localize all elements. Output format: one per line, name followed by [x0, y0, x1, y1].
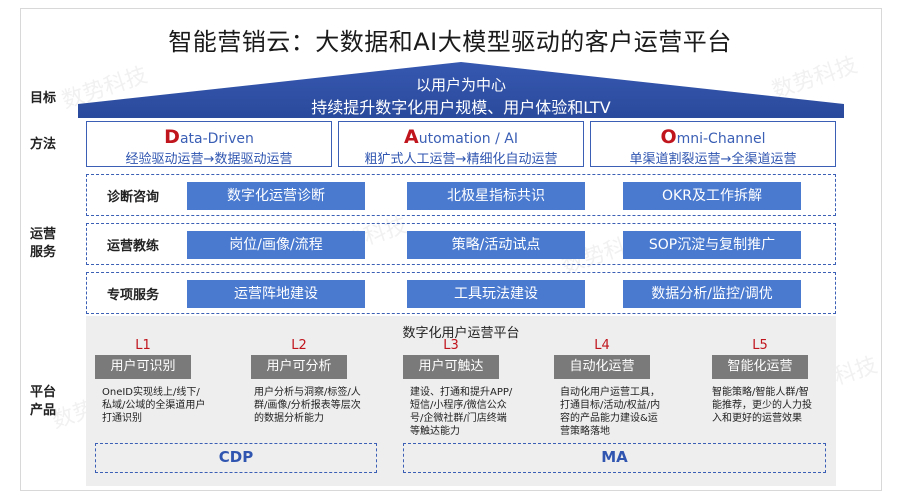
level-name: 用户可分析	[251, 355, 347, 379]
method-subtitle: 经验驱动运营→数据驱动运营	[125, 152, 293, 167]
row-label-platform: 平台 产品	[30, 384, 56, 420]
method-title-rest: ata-Driven	[179, 131, 254, 147]
level-description: 智能策略/智能人群/智 能推荐，更少的人力投 入和更好的运营效果	[712, 386, 812, 425]
service-item: OKR及工作拆解	[623, 182, 801, 210]
level-description: OneID实现线上/线下/ 私域/公域的全渠道用户 打通识别	[102, 386, 205, 425]
row-label-platform-line1: 平台	[30, 385, 57, 400]
service-item: 工具玩法建设	[407, 280, 585, 308]
method-subtitle: 单渠道割裂运营→全渠道运营	[629, 152, 797, 167]
method-subtitle: 粗犷式人工运营→精细化自动运营	[364, 152, 558, 167]
level-description: 建设、打通和提升APP/ 短信/小程序/微信公众 号/企微社群/门店终端 等触达…	[410, 386, 512, 438]
level-description-line: 能推荐，更少的人力投	[712, 400, 812, 411]
level-tag: L2	[291, 338, 307, 353]
level-description-line: 容的产品能力建设&运	[560, 413, 658, 424]
service-item: 数据分析/监控/调优	[623, 280, 801, 308]
level-description-line: 短信/小程序/微信公众	[410, 400, 507, 411]
page-title: 智能营销云：大数据和AI大模型驱动的客户运营平台	[168, 28, 732, 56]
method-omni-channel: Omni-Channel 单渠道割裂运营→全渠道运营	[590, 121, 836, 167]
service-item: 数字化运营诊断	[187, 182, 365, 210]
method-initial: O	[660, 126, 677, 148]
goal-line-1: 以用户为中心	[415, 76, 506, 94]
level-description-line: 自动化用户运营工具，	[560, 387, 660, 398]
method-title: Omni-Channel	[591, 126, 835, 148]
platform-title: 数字化用户运营平台	[402, 326, 520, 341]
goal-roof	[78, 62, 844, 118]
row-label-service-line1: 运营	[30, 227, 57, 242]
level-tag: L1	[135, 338, 151, 353]
level-description-line: 打通目标/活动/权益/内	[560, 400, 661, 411]
level-name: 用户可识别	[95, 355, 191, 379]
level-description-line: 的数据分析能力	[254, 413, 324, 424]
method-data-driven: Data-Driven 经验驱动运营→数据驱动运营	[86, 121, 332, 167]
level-description-line: 群/画像/分析报表等层次	[254, 400, 361, 411]
service-item: 岗位/画像/流程	[187, 231, 365, 259]
level-description-line: 打通识别	[102, 413, 142, 424]
method-automation-ai: Automation / AI 粗犷式人工运营→精细化自动运营	[338, 121, 584, 167]
level-description: 用户分析与洞察/标签/人 群/画像/分析报表等层次 的数据分析能力	[254, 386, 361, 425]
level-description-line: 营策略落地	[560, 426, 610, 437]
method-initial: A	[403, 126, 419, 148]
level-description-line: 建设、打通和提升APP/	[410, 387, 513, 398]
service-row-diagnosis: 诊断咨询 数字化运营诊断 北极星指标共识 OKR及工作拆解	[86, 174, 836, 216]
level-tag: L5	[752, 338, 768, 353]
row-label-goal: 目标	[30, 91, 57, 106]
service-item: SOP沉淀与复制推广	[623, 231, 801, 259]
method-title: Data-Driven	[87, 126, 331, 148]
level-description: 自动化用户运营工具， 打通目标/活动/权益/内 容的产品能力建设&运 营策略落地	[560, 386, 660, 438]
service-row-coaching: 运营教练 岗位/画像/流程 策略/活动试点 SOP沉淀与复制推广	[86, 223, 836, 265]
service-label: 专项服务	[107, 288, 160, 303]
service-row-special: 专项服务 运营阵地建设 工具玩法建设 数据分析/监控/调优	[86, 272, 836, 314]
method-initial: D	[164, 126, 180, 148]
level-name: 用户可触达	[403, 355, 499, 379]
level-description-line: 入和更好的运营效果	[712, 413, 802, 424]
level-description-line: 等触达能力	[410, 426, 460, 437]
method-title-rest: mni-Channel	[676, 131, 766, 147]
service-item: 运营阵地建设	[187, 280, 365, 308]
level-description-line: 智能策略/智能人群/智	[712, 387, 809, 398]
level-tag: L4	[594, 338, 610, 353]
row-label-platform-line2: 产品	[30, 403, 57, 418]
level-description-line: OneID实现线上/线下/	[102, 387, 200, 398]
row-label-method: 方法	[30, 137, 57, 152]
platform-panel	[86, 316, 836, 486]
level-description-line: 私域/公域的全渠道用户	[102, 400, 206, 411]
level-description-line: 号/企微社群/门店终端	[410, 413, 507, 424]
service-item: 策略/活动试点	[407, 231, 585, 259]
level-name: 智能化运营	[712, 355, 808, 379]
level-tag: L3	[443, 338, 459, 353]
row-label-service-line2: 服务	[30, 245, 57, 260]
service-label: 运营教练	[107, 239, 160, 254]
row-label-service: 运营 服务	[30, 226, 56, 262]
service-item: 北极星指标共识	[407, 182, 585, 210]
base-ma: MA	[403, 443, 826, 473]
level-name: 自动化运营	[554, 355, 650, 379]
goal-line-2: 持续提升数字化用户规模、用户体验和LTV	[311, 98, 611, 117]
method-title: Automation / AI	[339, 126, 583, 148]
base-cdp: CDP	[95, 443, 377, 473]
service-label: 诊断咨询	[107, 190, 160, 205]
method-title-rest: utomation / AI	[418, 131, 518, 147]
level-description-line: 用户分析与洞察/标签/人	[254, 387, 361, 398]
